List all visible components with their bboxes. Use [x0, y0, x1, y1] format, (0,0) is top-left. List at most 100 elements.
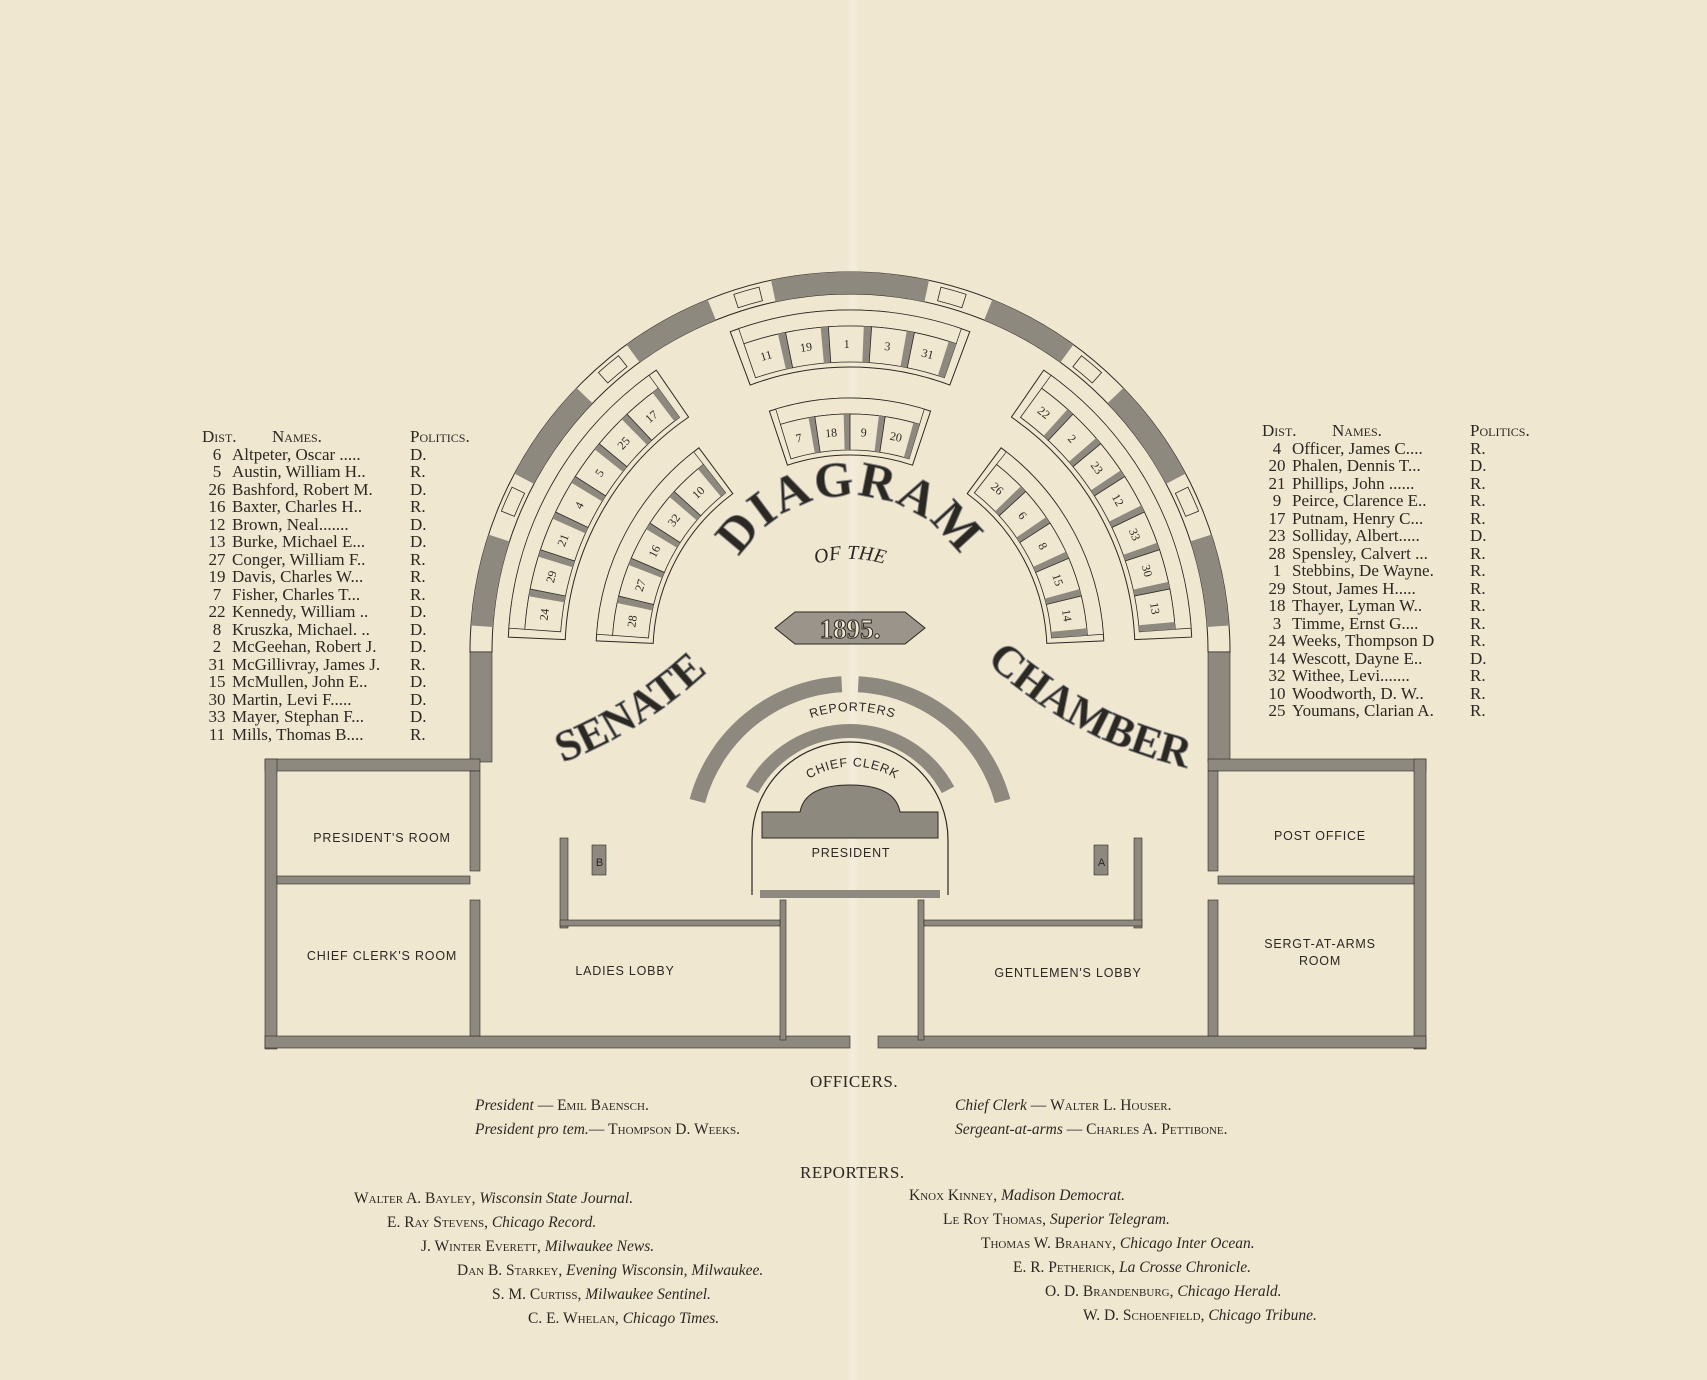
- seat-number: 27: [632, 578, 649, 594]
- district: 18: [1268, 596, 1286, 615]
- seat-number: 28: [624, 614, 640, 628]
- reporter-name: Knox Kinney,: [909, 1187, 1002, 1204]
- district: 16: [208, 497, 226, 516]
- politics: R.: [410, 654, 426, 674]
- politics: R.: [1470, 631, 1486, 650]
- seat-number: 18: [825, 425, 838, 440]
- senator-name: Wescott, Dayne E..: [1292, 648, 1423, 668]
- wall: [1207, 651, 1231, 763]
- reporter-line: J. Winter Everett, Milwaukee News.: [421, 1238, 654, 1256]
- senator-name: Youmans, Clarian A.: [1292, 701, 1434, 720]
- district: 15: [208, 672, 226, 691]
- wall-segment: [514, 388, 593, 484]
- wall: [917, 899, 925, 1041]
- politics: D.: [410, 707, 427, 726]
- window: [733, 286, 763, 309]
- seat-desk: [1050, 628, 1088, 638]
- reporter-line: Thomas W. Brahany, Chicago Inter Ocean.: [981, 1235, 1255, 1253]
- seat-number: 1: [844, 337, 850, 351]
- window: [937, 286, 967, 309]
- seat-desk: [900, 330, 915, 368]
- seat-desk: [808, 416, 821, 454]
- newspaper: Superior Telegram.: [1049, 1211, 1170, 1228]
- senator-row: 26 Bashford, Robert M. D.: [202, 479, 470, 499]
- district: 32: [1268, 666, 1286, 685]
- post-office-label: POST OFFICE: [1274, 829, 1366, 843]
- seat-desk: [652, 388, 680, 422]
- wall: [877, 1035, 1427, 1049]
- newspaper: Chicago Record.: [491, 1214, 597, 1231]
- politics: R.: [1470, 508, 1486, 528]
- newspaper: Chicago Inter Ocean.: [1119, 1235, 1255, 1252]
- seat-desk: [617, 596, 654, 611]
- wall: [1217, 875, 1415, 885]
- rail-base: [760, 890, 940, 898]
- senator-name: Bashford, Robert M.: [232, 479, 373, 499]
- seat-number: 4: [572, 499, 587, 511]
- seat-desk: [538, 549, 575, 568]
- seat-desk: [1016, 517, 1051, 543]
- politics: R.: [1470, 543, 1486, 563]
- wall: [264, 1035, 851, 1049]
- politics: R.: [1470, 666, 1486, 685]
- separator: —: [588, 1121, 609, 1138]
- officer-name: Thompson D. Weeks.: [608, 1121, 740, 1138]
- senator-name: Burke, Michael E...: [232, 532, 366, 551]
- reporter-line: C. E. Whelan, Chicago Times.: [528, 1310, 719, 1328]
- title-chamber: CHAMBER: [979, 632, 1198, 778]
- seat-desk: [843, 414, 850, 451]
- seat-desk: [874, 415, 886, 453]
- wall-segment: [1190, 534, 1230, 628]
- officer-line: Sergeant-at-arms — Charles A. Pettibone.: [955, 1121, 1228, 1139]
- district: 13: [208, 532, 226, 551]
- wall: [469, 770, 481, 872]
- seat-desk: [1109, 505, 1145, 528]
- district: 26: [208, 479, 226, 499]
- reporter-line: Le Roy Thomas, Superior Telegram.: [943, 1211, 1170, 1229]
- senator-name: Brown, Neal.......: [232, 514, 349, 534]
- district: 1: [1272, 561, 1282, 580]
- wall: [559, 837, 569, 929]
- newspaper: Madison Democrat.: [1001, 1187, 1126, 1204]
- reporter-line: W. D. Schoenfield, Chicago Tribune.: [1083, 1307, 1317, 1325]
- reporter-name: Thomas W. Brahany,: [981, 1235, 1120, 1252]
- politics: D.: [410, 514, 427, 534]
- officer-line: President pro tem.— Thompson D. Weeks.: [475, 1121, 740, 1139]
- chief-clerks-room-label: CHIEF CLERK'S ROOM: [307, 949, 457, 963]
- title-of-the: OF THE: [812, 542, 889, 569]
- seat[interactable]: [1134, 588, 1176, 633]
- chief-clerk-desk: [745, 724, 955, 794]
- politics: R.: [1470, 701, 1486, 720]
- district: 8: [212, 619, 222, 639]
- seat-desk: [594, 443, 627, 472]
- politics: R.: [1470, 596, 1486, 615]
- senator-name: Martin, Levi F.....: [232, 689, 352, 709]
- reporters-label: REPORTERS: [808, 700, 898, 721]
- district: 31: [208, 654, 226, 674]
- wall: [1413, 758, 1427, 1050]
- walls: [264, 271, 1427, 1050]
- senator-name: Mills, Thomas B....: [232, 724, 364, 744]
- reporter-name: E. R. Petherick,: [1013, 1259, 1120, 1276]
- politics: D.: [410, 479, 427, 499]
- officer-role: Sergeant-at-arms: [955, 1121, 1063, 1138]
- window: [1072, 355, 1103, 384]
- president-dais: [761, 784, 939, 839]
- senator-name: Timme, Ernst G....: [1292, 613, 1419, 633]
- newspaper: Milwaukee News.: [544, 1238, 655, 1255]
- district: 24: [1268, 631, 1286, 650]
- reporters-heading: REPORTERS.: [800, 1163, 905, 1182]
- reporter-name: Dan B. Starkey,: [457, 1262, 567, 1279]
